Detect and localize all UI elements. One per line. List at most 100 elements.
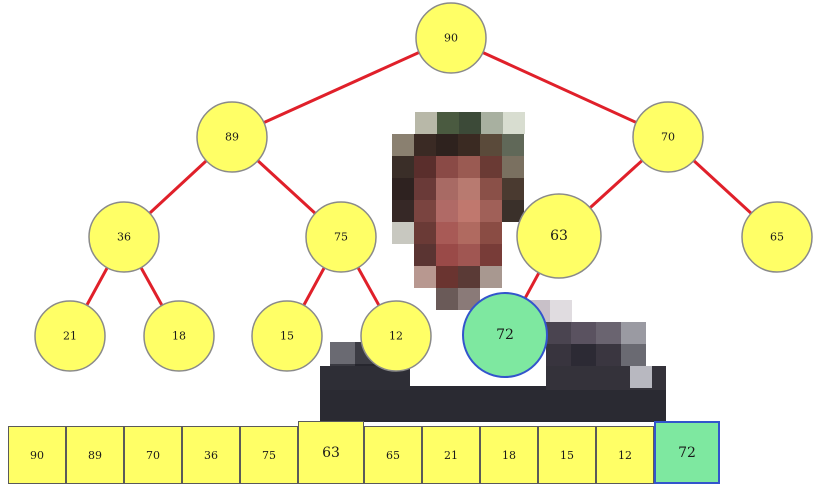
presenter-pixel-block bbox=[480, 200, 502, 222]
presenter-pixel-block bbox=[414, 134, 436, 156]
tree-node: 65 bbox=[741, 201, 813, 273]
presenter-pixel-block bbox=[414, 266, 436, 288]
tree-node-value: 15 bbox=[280, 330, 294, 343]
presenter-pixel-block bbox=[392, 134, 414, 156]
tree-edge bbox=[231, 36, 452, 139]
tree-node-circle bbox=[143, 300, 215, 372]
presenter-pixel-block bbox=[392, 200, 414, 222]
presenter-pixel-block bbox=[502, 156, 524, 178]
presenter-pixel-block bbox=[502, 200, 524, 222]
array-cell: 90 bbox=[8, 426, 66, 484]
presenter-pixel-block bbox=[392, 156, 414, 178]
presenter-pixel-block bbox=[458, 134, 480, 156]
tree-node-circle bbox=[632, 101, 704, 173]
presenter-pixel-block bbox=[481, 112, 503, 134]
presenter-pixel-block bbox=[571, 344, 596, 366]
presenter-pixel-block bbox=[414, 200, 436, 222]
presenter-pixel-block bbox=[392, 222, 414, 244]
presenter-pixel-block bbox=[436, 222, 458, 244]
array-cell: 70 bbox=[124, 426, 182, 484]
presenter-pixel-block bbox=[320, 386, 666, 422]
presenter-pixel-block bbox=[414, 178, 436, 200]
array-cell: 75 bbox=[240, 426, 298, 484]
tree-node: 36 bbox=[88, 201, 160, 273]
presenter-pixel-block bbox=[436, 288, 458, 310]
tree-node: 63 bbox=[516, 193, 602, 279]
presenter-pixel-block bbox=[630, 366, 652, 388]
tree-node: 72 bbox=[462, 292, 548, 378]
presenter-pixel-block bbox=[330, 342, 355, 364]
presenter-pixel-block bbox=[502, 134, 524, 156]
presenter-pixel-block bbox=[437, 112, 459, 134]
array-cell: 21 bbox=[422, 426, 480, 484]
tree-node: 90 bbox=[415, 2, 487, 74]
tree-node-value: 18 bbox=[172, 330, 186, 343]
presenter-pixel-block bbox=[436, 134, 458, 156]
presenter-pixel-block bbox=[436, 200, 458, 222]
tree-node: 21 bbox=[34, 300, 106, 372]
tree-edges bbox=[68, 36, 779, 337]
presenter-pixel-block bbox=[458, 222, 480, 244]
presenter-pixel-block bbox=[414, 156, 436, 178]
presenter-pixel-block bbox=[480, 222, 502, 244]
array-cell: 15 bbox=[538, 426, 596, 484]
tree-node: 18 bbox=[143, 300, 215, 372]
presenter-pixel-block bbox=[458, 266, 480, 288]
tree-node-circle bbox=[415, 2, 487, 74]
presenter-pixel-block bbox=[458, 288, 480, 310]
tree-node: 12 bbox=[360, 300, 432, 372]
presenter-pixel-block bbox=[436, 244, 458, 266]
tree-node-circle bbox=[360, 300, 432, 372]
presenter-pixel-block bbox=[550, 300, 572, 322]
presenter-pixel-block bbox=[546, 344, 571, 366]
presenter-pixel-block bbox=[480, 244, 502, 266]
presenter-pixel-block bbox=[480, 266, 502, 288]
presenter-pixel-block bbox=[436, 156, 458, 178]
presenter-pixel-block bbox=[459, 112, 481, 134]
presenter-pixel-block bbox=[480, 178, 502, 200]
tree-node-value: 89 bbox=[225, 131, 239, 144]
array-cell: 72 bbox=[654, 421, 720, 484]
presenter-pixel-block bbox=[436, 266, 458, 288]
tree-node: 70 bbox=[632, 101, 704, 173]
array-cell: 12 bbox=[596, 426, 654, 484]
tree-node: 89 bbox=[196, 101, 268, 173]
presenter-video-overlay bbox=[320, 112, 666, 422]
tree-node-circle bbox=[88, 201, 160, 273]
presenter-pixel-block bbox=[414, 244, 436, 266]
tree-node-value: 36 bbox=[117, 231, 131, 244]
presenter-pixel-block bbox=[503, 112, 525, 134]
presenter-pixel-block bbox=[596, 322, 621, 344]
tree-node-circle bbox=[196, 101, 268, 173]
tree-node-value: 65 bbox=[770, 231, 784, 244]
presenter-pixel-block bbox=[502, 178, 524, 200]
presenter-pixel-block bbox=[458, 244, 480, 266]
presenter-pixel-block bbox=[596, 344, 621, 366]
array-cell: 18 bbox=[480, 426, 538, 484]
presenter-pixel-block bbox=[571, 322, 596, 344]
heap-tree: 90 89 70 36 75 63 65 21 18 15 12 72 bbox=[34, 2, 813, 378]
tree-node-value: 75 bbox=[334, 231, 348, 244]
array-cell: 65 bbox=[364, 426, 422, 484]
presenter-pixel-block bbox=[621, 344, 646, 366]
presenter-pixel-block bbox=[546, 322, 571, 344]
tree-node-circle bbox=[305, 201, 377, 273]
presenter-pixel-block bbox=[458, 156, 480, 178]
presenter-pixel-block bbox=[392, 178, 414, 200]
presenter-pixel-block bbox=[621, 322, 646, 344]
tree-node: 75 bbox=[305, 201, 377, 273]
tree-nodes: 90 89 70 36 75 63 65 21 18 15 12 72 bbox=[34, 2, 813, 378]
tree-node-value: 72 bbox=[496, 327, 514, 343]
tree-node-circle bbox=[34, 300, 106, 372]
array-cell: 63 bbox=[298, 421, 364, 484]
tree-node-value: 90 bbox=[444, 32, 458, 45]
tree-node-circle bbox=[251, 300, 323, 372]
tree-node-value: 63 bbox=[550, 228, 568, 244]
tree-node-circle bbox=[516, 193, 602, 279]
presenter-pixel-block bbox=[480, 156, 502, 178]
tree-node-value: 12 bbox=[389, 330, 403, 343]
tree-node: 15 bbox=[251, 300, 323, 372]
tree-node-circle bbox=[741, 201, 813, 273]
presenter-pixel-block bbox=[415, 112, 437, 134]
